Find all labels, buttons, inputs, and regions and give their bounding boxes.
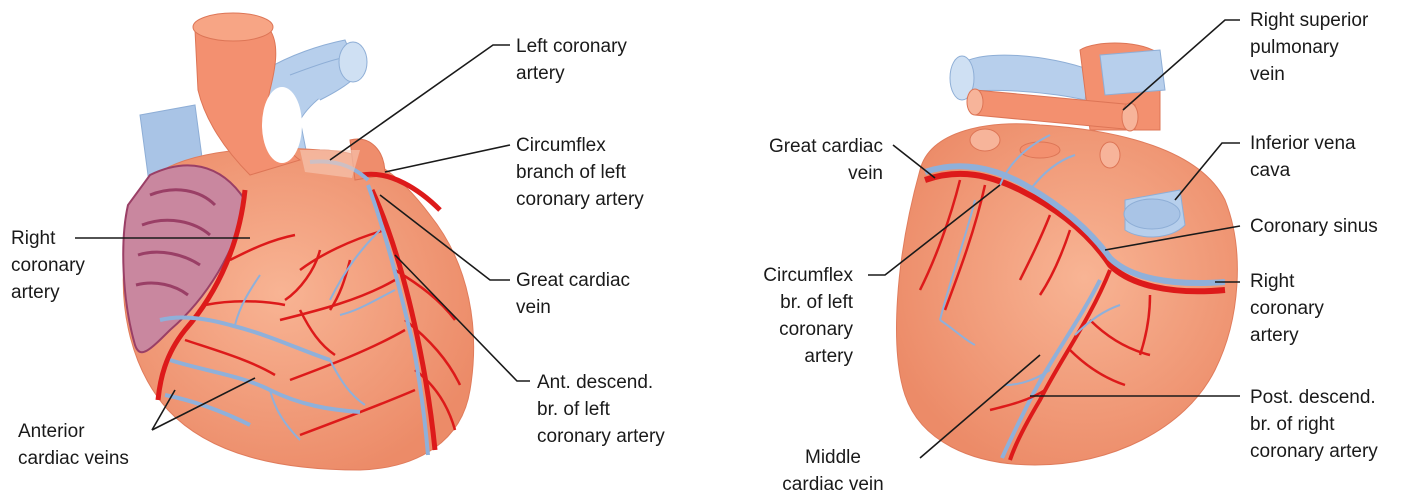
label-middle-cardiac-vein: Middle cardiac vein [768,444,898,498]
label-ant-descend-branch: Ant. descend. br. of left coronary arter… [537,369,665,450]
label-left-coronary-artery: Left coronary artery [516,33,627,87]
label-inferior-vena-cava: Inferior vena cava [1250,130,1356,184]
posterior-heart [897,43,1238,465]
anterior-heart [123,13,473,470]
label-circumflex-branch-anterior: Circumflex branch of left coronary arter… [516,132,644,213]
label-circumflex-branch-posterior: Circumflex br. of left coronary artery [735,262,853,370]
label-anterior-cardiac-veins: Anterior cardiac veins [18,418,129,472]
label-great-cardiac-vein-anterior: Great cardiac vein [516,267,630,321]
label-right-coronary-artery-anterior: Right coronary artery [11,225,85,306]
label-great-cardiac-vein-posterior: Great cardiac vein [735,133,883,187]
label-post-descend-branch: Post. descend. br. of right coronary art… [1250,384,1378,465]
label-right-coronary-artery-posterior: Right coronary artery [1250,268,1324,349]
label-coronary-sinus: Coronary sinus [1250,213,1378,240]
label-right-superior-pulmonary-vein: Right superior pulmonary vein [1250,7,1368,88]
